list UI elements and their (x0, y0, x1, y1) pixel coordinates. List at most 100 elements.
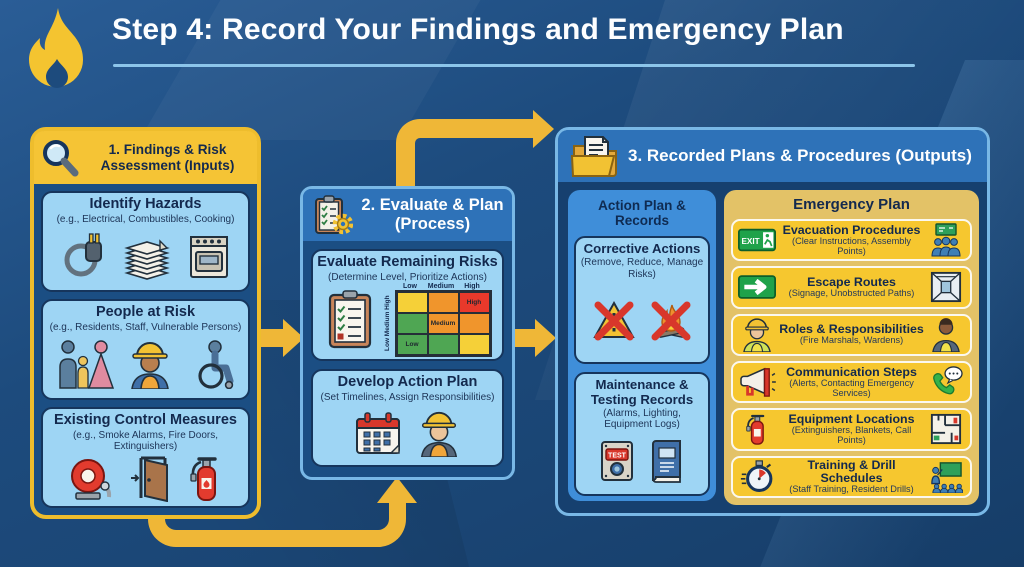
logbook-icon (652, 440, 681, 484)
card-title: Maintenance & Testing Records (590, 377, 694, 407)
arrow-process-top-to-output-head (533, 110, 554, 148)
phone-chat-icon (927, 366, 965, 398)
panel2-body: Evaluate Remaining Risks (Determine Leve… (303, 241, 512, 475)
arrow-input-to-process-head (283, 319, 304, 357)
risk-matrix: Low Medium High Low Medium High High (384, 283, 492, 357)
risk-matrix-row-axis-label: Low Medium High (383, 295, 391, 352)
row-subtitle: (Staff Training, Resident Drills) (789, 483, 914, 494)
arrow-process-to-output-head (535, 319, 556, 357)
row-title: Communication Steps (786, 364, 917, 379)
fire-crossed-icon (651, 301, 690, 341)
emergency-plan-title: Emergency Plan (793, 196, 910, 213)
row-subtitle: (Clear Instructions, Assembly Points) (792, 235, 911, 256)
card-icons (47, 452, 244, 504)
panel2-header: 2. Evaluate & Plan (Process) (303, 189, 512, 241)
panel1-title: 1. Findings & Risk Assessment (Inputs) (100, 142, 235, 173)
fire-extinguisher-icon (189, 457, 217, 502)
risk-matrix-cell: Medium (427, 312, 459, 334)
card-corrective-actions: Corrective Actions (Remove, Reduce, Mana… (574, 236, 710, 365)
card-subtitle: (e.g., Smoke Alarms, Fire Doors, Extingu… (72, 429, 219, 452)
card-title: Existing Control Measures (54, 412, 237, 428)
row-title: Equipment Locations (788, 411, 915, 426)
risk-matrix-cell (396, 291, 428, 313)
risk-matrix-grid: High Medium Low (394, 289, 492, 357)
megaphone-icon (738, 366, 776, 398)
training-class-icon (927, 461, 965, 493)
row-training-drill-schedules: Training & Drill Schedules (Staff Traini… (731, 455, 972, 498)
row-subtitle: (Signage, Unobstructed Paths) (788, 288, 915, 299)
panel-findings-risk-assessment: 1. Findings & Risk Assessment (Inputs) I… (30, 127, 261, 519)
checklist-clipboard-icon (328, 290, 371, 348)
row-subtitle: (Extinguishers, Blankets, Call Points) (791, 425, 912, 446)
stove-icon (189, 236, 228, 279)
arrow-process-to-output (511, 329, 535, 347)
card-existing-control-measures: Existing Control Measures (e.g., Smoke A… (41, 407, 250, 508)
risk-matrix-cell: High (458, 291, 490, 313)
risk-matrix-cell (427, 333, 459, 355)
panel2-title: 2. Evaluate & Plan (Process) (361, 196, 504, 233)
calendar-icon (355, 412, 400, 454)
row-title: Roles & Responsibilities (779, 322, 924, 337)
corridor-icon (927, 271, 965, 303)
card-icons (47, 333, 244, 396)
construction-worker-icon (420, 411, 457, 457)
panel1-body: Identify Hazards (e.g., Electrical, Comb… (34, 184, 257, 515)
card-title: Evaluate Remaining Risks (317, 254, 498, 270)
svg-text:TEST: TEST (608, 453, 627, 460)
row-title: Training & Drill Schedules (807, 457, 896, 485)
row-title: Evacuation Procedures (782, 222, 921, 237)
folder-document-icon (570, 136, 617, 177)
row-title: Escape Routes (807, 274, 896, 289)
card-title: Develop Action Plan (337, 373, 478, 390)
risk-matrix-cell: Low (396, 333, 428, 355)
flame-icon (29, 8, 83, 88)
card-subtitle: (Remove, Reduce, Manage Risks) (580, 257, 704, 280)
fire-door-icon (130, 456, 168, 503)
card-maintenance-testing-records: Maintenance & Testing Records (Alarms, L… (574, 372, 710, 496)
panel1-header: 1. Findings & Risk Assessment (Inputs) (34, 131, 257, 184)
title-underline (113, 64, 915, 67)
risk-matrix-cell (458, 312, 490, 334)
stopwatch-icon (738, 460, 776, 494)
page-title: Step 4: Record Your Findings and Emergen… (112, 13, 844, 46)
card-identify-hazards: Identify Hazards (e.g., Electrical, Comb… (41, 191, 250, 292)
action-plan-records-column: Action Plan & Records Corrective Actions… (568, 190, 716, 501)
panel-recorded-plans-procedures: 3. Recorded Plans & Procedures (Outputs)… (555, 127, 990, 516)
family-icon (58, 340, 114, 390)
card-icons (580, 280, 704, 361)
svg-text:EXIT: EXIT (741, 237, 759, 246)
card-subtitle: (e.g., Residents, Staff, Vulnerable Pers… (49, 321, 242, 333)
row-communication-steps: Communication Steps (Alerts, Contacting … (731, 360, 972, 404)
fire-marshal-icon (738, 318, 776, 352)
magnifier-icon (43, 139, 79, 176)
card-subtitle: (Alarms, Lighting, Equipment Logs) (603, 407, 681, 431)
card-title: Corrective Actions (583, 241, 701, 257)
risk-matrix-cell (396, 312, 428, 334)
panel-evaluate-plan: 2. Evaluate & Plan (Process) Evaluate Re… (300, 186, 515, 480)
risk-matrix-column-labels: Low Medium High (403, 282, 480, 290)
card-develop-action-plan: Develop Action Plan (Set Timelines, Assi… (311, 368, 504, 467)
card-subtitle: (e.g., Electrical, Combustibles, Cooking… (56, 213, 235, 225)
alarm-bell-icon (70, 459, 111, 500)
risk-matrix-cell (427, 291, 459, 313)
fire-extinguisher-icon (738, 412, 776, 446)
row-subtitle: (Fire Marshals, Wardens) (799, 335, 904, 346)
card-icons (47, 225, 244, 288)
panel3-title: 3. Recorded Plans & Procedures (Outputs) (628, 146, 972, 165)
wheelchair-icon (197, 340, 233, 390)
warden-icon (927, 317, 965, 352)
exit-sign-icon: EXIT (738, 227, 776, 253)
row-escape-routes: Escape Routes (Signage, Unobstructed Pat… (731, 266, 972, 309)
emergency-plan-column: Emergency Plan EXIT Evacuation Procedure… (724, 190, 979, 505)
card-title: People at Risk (95, 304, 196, 320)
feedback-loop-arrow-head (377, 477, 417, 503)
floor-plan-icon (927, 413, 965, 445)
arrow-process-top-to-output (396, 119, 536, 186)
panel3-header: 3. Recorded Plans & Procedures (Outputs) (558, 130, 987, 182)
action-records-title: Action Plan & Records (598, 198, 686, 229)
arrow-input-to-process (255, 329, 283, 347)
feedback-loop-arrow (148, 497, 406, 547)
direction-arrow-sign-icon (738, 274, 776, 300)
row-evacuation-procedures: EXIT Evacuation Procedures (Clear Instru… (731, 219, 972, 262)
